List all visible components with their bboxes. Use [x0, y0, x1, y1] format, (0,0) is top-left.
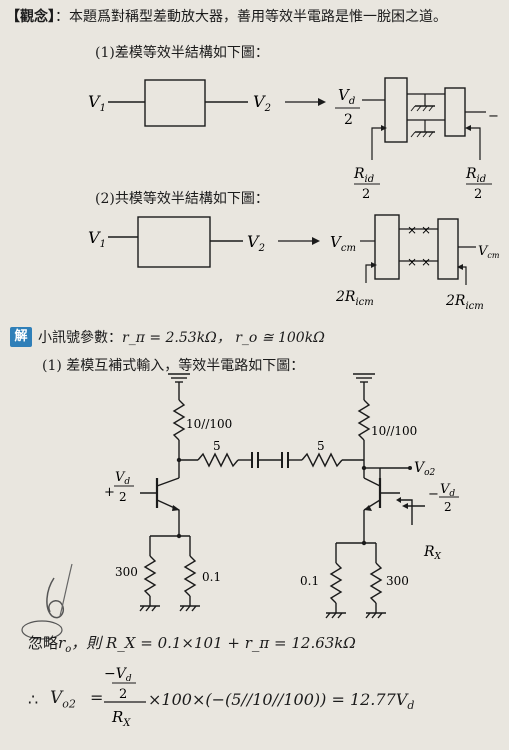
vo2-equation-tail: ×100×(−(5//10//100)) = 12.77Vd — [148, 690, 415, 713]
solution-badge: 解 — [10, 327, 32, 347]
r-emitter-left-label: 0.1 — [202, 570, 221, 584]
ignore-prefix: 忽略 — [28, 634, 59, 652]
step1-caption: (1) 差模互補式輸入，等效半電路如下圖： — [42, 358, 305, 374]
cm-v2-label: V2 — [247, 232, 265, 254]
concept-line: 【觀念】：本題爲對稱型差動放大器，善用等效半電路是惟一脫困之道。 — [6, 6, 447, 26]
input-left-sign: + — [104, 485, 115, 500]
svg-text:×: × — [407, 223, 417, 237]
cm-ricm-right: 2Ricm — [445, 293, 484, 312]
params-values: r_π = 2.53kΩ， r_o ≅ 100kΩ — [122, 330, 325, 346]
svg-text:2: 2 — [119, 490, 127, 504]
rx-result-line: 忽略ro，則 R_X = 0.1×101 + r_π = 12.63kΩ — [28, 632, 356, 655]
svg-text:×: × — [407, 255, 417, 269]
cm-half-left — [374, 214, 400, 280]
svg-text:2: 2 — [362, 187, 370, 200]
rx-equation: ，則 R_X = 0.1×101 + r_π = 12.63kΩ — [71, 634, 356, 652]
diff-half-right — [444, 87, 466, 137]
cm-v1-label: V1 — [88, 228, 106, 250]
r-series-right-label: 5 — [317, 439, 325, 453]
diff-rid-left: Rid — [353, 166, 374, 185]
rx-label: RX — [423, 544, 442, 562]
diff-mode-caption: (1)差模等效半結構如下圖： — [95, 45, 269, 61]
diff-block — [144, 79, 206, 127]
common-mode-caption: (2)共模等效半結構如下圖： — [95, 191, 269, 207]
diff-arrowhead — [318, 98, 326, 106]
r-base-right-label: 300 — [386, 574, 409, 588]
r-top-right-label: 10//100 — [371, 424, 417, 438]
cm-ricm-left: 2Ricm — [335, 289, 374, 308]
vo2-eq-left: Vo2 — [50, 688, 76, 711]
vo2-fraction: −Vd 2 RX — [104, 666, 146, 729]
vo2-label: Vo2 — [414, 460, 436, 478]
common-mode-diagram: V1 V2 Vcm × × × × Vcm 2Ricm 2Ricm — [88, 214, 500, 312]
svg-text:×: × — [421, 255, 431, 269]
concept-tag: 【觀念】 — [6, 9, 55, 25]
cm-half-right — [437, 218, 459, 280]
params-line: 小訊號參數：r_π = 2.53kΩ， r_o ≅ 100kΩ — [38, 330, 325, 346]
input-right-sign: − — [428, 487, 439, 502]
svg-text:Vd: Vd — [115, 470, 130, 487]
diff-v2-label: V2 — [253, 92, 271, 114]
diff-half-left — [384, 77, 408, 143]
svg-text:2: 2 — [119, 687, 127, 702]
diff-vd-num: Vd — [338, 86, 355, 107]
cm-block — [137, 216, 211, 268]
svg-text:2: 2 — [474, 187, 482, 200]
r-series-left-label: 5 — [213, 439, 221, 453]
r-emitter-right-label: 0.1 — [300, 574, 319, 588]
concept-text: ：本題爲對稱型差動放大器，善用等效半電路是惟一脫困之道。 — [55, 9, 447, 25]
cm-vcm-label: Vcm — [330, 233, 356, 254]
svg-text:−Vd: −Vd — [104, 666, 132, 684]
svg-text:Vd: Vd — [440, 482, 455, 499]
half-circuit-schematic: 10//100 10//100 5 5 Vo2 + Vd 2 − Vd 2 RX… — [104, 373, 459, 619]
svg-text:RX: RX — [111, 708, 131, 729]
r-top-left-label: 10//100 — [186, 417, 232, 431]
svg-text:Vcm: Vcm — [478, 244, 500, 260]
svg-text:2: 2 — [444, 500, 452, 514]
diff-vd-den: 2 — [344, 112, 353, 128]
therefore-symbol: ∴ — [28, 690, 39, 709]
svg-text:×: × — [421, 223, 431, 237]
diff-v1-label: V1 — [88, 92, 106, 114]
handwritten-annotation — [21, 563, 73, 640]
diff-rid-right: Rid — [465, 166, 486, 185]
r-base-left-label: 300 — [115, 565, 138, 579]
diff-mode-diagram: V1 V2 Vd 2 − Rid 2 Rid 2 — [88, 77, 499, 200]
ro-symbol: ro — [58, 634, 72, 655]
diff-neg-vd: − — [488, 109, 499, 124]
